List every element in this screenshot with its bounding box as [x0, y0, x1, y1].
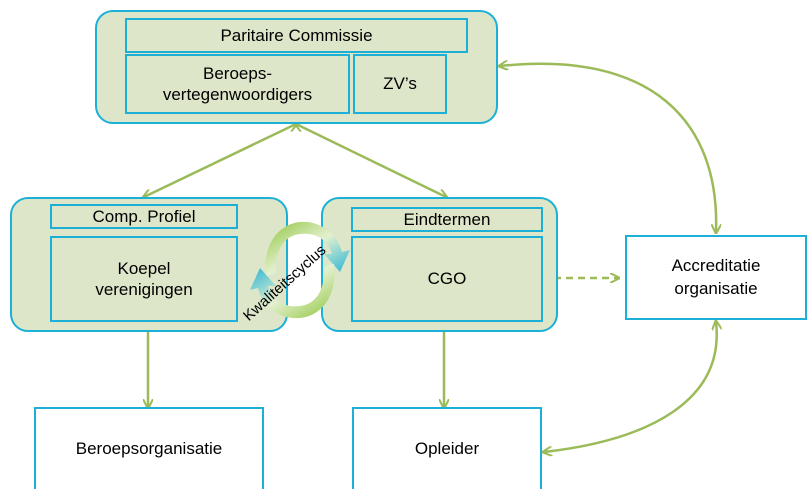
left-group: Comp. Profiel Koepel verenigingen [10, 197, 288, 332]
arrow-top-to-accreditatie [500, 64, 716, 232]
arrow-top-to-left [144, 124, 296, 197]
eindtermen-box: Eindtermen [351, 207, 543, 232]
paritaire-commissie-box: Paritaire Commissie [125, 18, 468, 53]
beroepsvertegenwoordigers-box: Beroeps- vertegenwoordigers [125, 54, 350, 114]
koepel-verenigingen-box: Koepel verenigingen [50, 236, 238, 322]
opleider-box: Opleider [352, 407, 542, 489]
right-group: Eindtermen CGO [321, 197, 558, 332]
beroepsorganisatie-box: Beroepsorganisatie [34, 407, 264, 489]
zvs-box: ZV’s [353, 54, 447, 114]
comp-profiel-box: Comp. Profiel [50, 204, 238, 229]
arrow-top-to-right [296, 124, 446, 197]
cgo-box: CGO [351, 236, 543, 322]
arrow-accreditatie-to-opleider [544, 322, 717, 452]
accreditatie-organisatie-box: Accreditatie organisatie [625, 235, 807, 320]
top-group: Paritaire Commissie Beroeps- vertegenwoo… [95, 10, 498, 124]
cycle-arrows-icon [250, 221, 350, 319]
